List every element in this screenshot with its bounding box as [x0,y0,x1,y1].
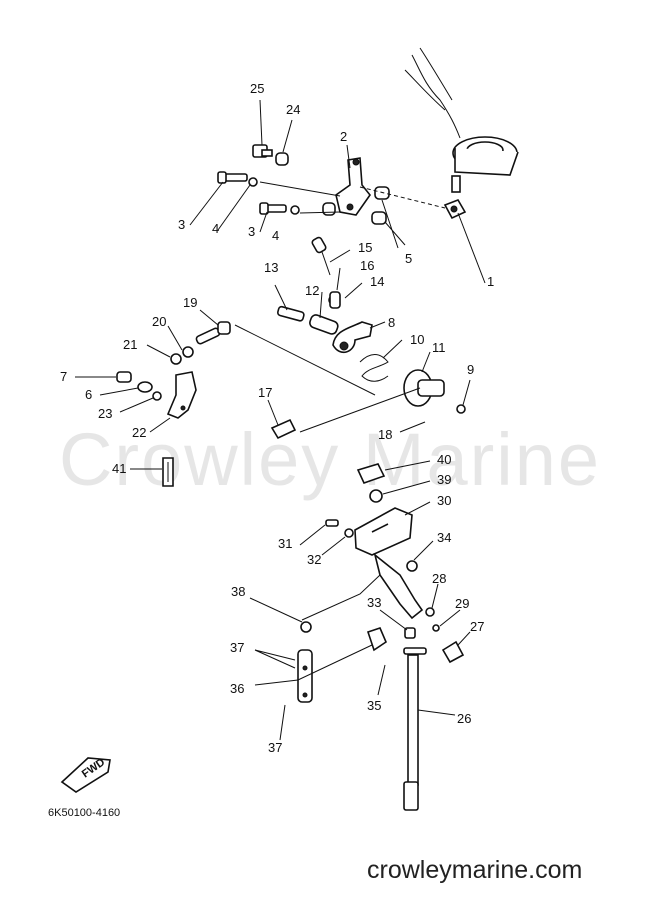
callout-39: 39 [437,472,451,487]
callout-24: 24 [286,102,300,117]
callout-23: 23 [98,406,112,421]
callout-19: 19 [183,295,197,310]
callout-7: 7 [60,369,67,384]
callout-18: 18 [378,427,392,442]
callout-28: 28 [432,571,446,586]
leader-lines [75,99,486,741]
callout-37b: 37 [268,740,282,755]
callout-10: 10 [410,332,424,347]
callout-12: 12 [305,283,319,298]
callout-9: 9 [467,362,474,377]
callout-16: 16 [360,258,374,273]
callout-5: 5 [405,251,412,266]
footer-site-url: crowleymarine.com [367,856,582,884]
callout-15: 15 [358,240,372,255]
callout-34: 34 [437,530,451,545]
callout-17: 17 [258,385,272,400]
callout-32: 32 [307,552,321,567]
cam-and-spring-drawing [234,305,466,433]
callout-30: 30 [437,493,451,508]
callout-26: 26 [457,711,471,726]
callout-40: 40 [437,452,451,467]
callout-4a: 4 [212,221,219,236]
throttle-arm-drawing [259,157,446,225]
linkage-drawing [116,321,297,440]
fwd-arrow-icon: FWD [60,756,111,793]
callout-11: 11 [432,340,446,355]
callout-22: 22 [132,425,146,440]
callout-41: 41 [112,461,126,476]
callout-38: 38 [231,584,245,599]
callout-labels: 1 2 3 3 4 4 5 6 7 8 9 10 11 12 13 14 15 … [60,81,494,755]
callout-8: 8 [388,315,395,330]
callout-37a: 37 [230,640,244,655]
callout-35: 35 [367,698,381,713]
callout-1: 1 [487,274,494,289]
callout-3a: 3 [178,217,185,232]
callout-27: 27 [470,619,484,634]
callout-13: 13 [264,260,278,275]
callout-33: 33 [367,595,381,610]
bolts-and-washers-drawing [217,144,300,215]
callout-29: 29 [455,596,469,611]
clip-drawing [162,457,174,487]
callout-2: 2 [340,129,347,144]
callout-20: 20 [152,314,166,329]
callout-25: 25 [250,81,264,96]
watermark-text: Crowley Marine [59,418,601,501]
throttle-bracket-drawing [404,47,519,220]
callout-36: 36 [230,681,244,696]
diagram-part-code: 6K50100-4160 [48,807,120,819]
lower-shift-assembly-drawing [297,463,465,811]
callout-31: 31 [278,536,292,551]
callout-6: 6 [85,387,92,402]
callout-21: 21 [123,337,137,352]
callout-4b: 4 [272,228,279,243]
link-rod-drawing [311,236,341,309]
callout-3b: 3 [248,224,255,239]
callout-14: 14 [370,274,384,289]
